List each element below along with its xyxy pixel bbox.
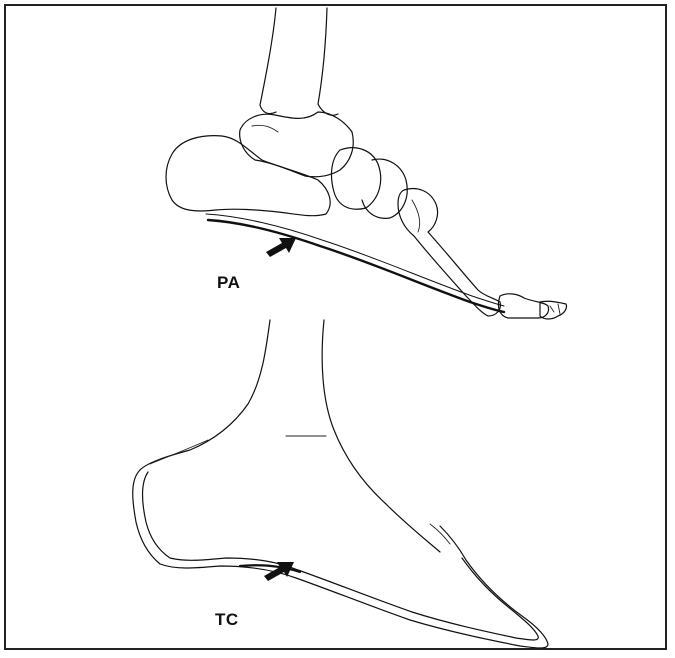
leg-anterior-line [322,320,440,552]
talus-outline [240,112,354,177]
tibia-outline [260,8,276,114]
foot-silhouette-drawing [133,320,548,648]
dorsal-skin-line [150,440,208,464]
calcaneus-outline [166,136,330,216]
foot-inner-contour [143,472,539,640]
fibula-outline [318,8,338,115]
proximal-phalanx-outline [498,294,548,318]
navicular-outline [332,148,381,210]
label-pa: PA [217,273,240,293]
label-tc: TC [215,610,239,630]
leg-posterior-line [140,320,270,470]
metatarsal-outline [398,189,500,316]
arrow-icon [266,238,296,257]
cuneiform-outline [362,159,407,218]
plantar-fascia [208,220,504,312]
foot-outer-contour [133,470,548,648]
plantar-fascia-inner [206,214,504,306]
